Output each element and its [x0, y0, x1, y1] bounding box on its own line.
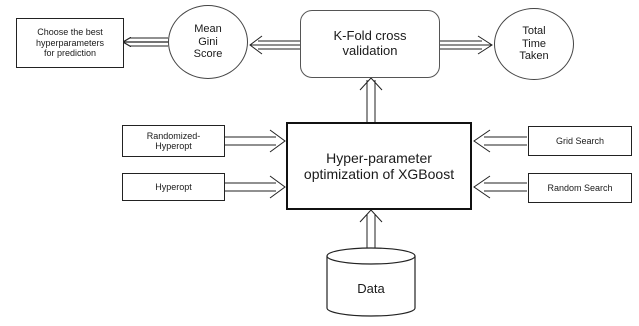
- arrow-hyperopt-to-center: [225, 175, 286, 199]
- center-optimization-label: Hyper-parameter optimization of XGBoost: [303, 149, 455, 182]
- arrow-center-to-kfold: [359, 77, 383, 122]
- hyperopt-box: Hyperopt: [122, 173, 225, 201]
- data-label: Data: [357, 280, 385, 296]
- center-optimization-box: Hyper-parameter optimization of XGBoost: [286, 122, 472, 210]
- mean-gini-label: Mean Gini Score: [193, 23, 223, 61]
- data-label-wrap: Data: [327, 266, 415, 310]
- hyperopt-label: Hyperopt: [155, 181, 192, 192]
- data-cylinder: [326, 247, 416, 317]
- arrow-randhyperopt-to-center: [225, 129, 286, 153]
- arrow-random-to-center: [473, 175, 527, 199]
- grid-search-label: Grid Search: [555, 135, 605, 146]
- kfold-box: K-Fold cross validation: [300, 10, 440, 78]
- total-time-ellipse: Total Time Taken: [494, 8, 574, 80]
- random-search-box: Random Search: [528, 173, 632, 203]
- best-hyperparameters-box: Choose the best hyperparameters for pred…: [16, 18, 124, 68]
- arrow-grid-to-center: [473, 129, 527, 153]
- best-hyperparameters-label: Choose the best hyperparameters for pred…: [35, 27, 105, 59]
- kfold-label: K-Fold cross validation: [333, 28, 407, 58]
- randomized-hyperopt-label: Randomized- Hyperopt: [146, 130, 201, 151]
- arrow-data-to-center: [359, 209, 383, 248]
- randomized-hyperopt-box: Randomized- Hyperopt: [122, 125, 225, 157]
- random-search-label: Random Search: [547, 182, 613, 193]
- total-time-label: Total Time Taken: [519, 25, 549, 63]
- mean-gini-ellipse: Mean Gini Score: [168, 5, 248, 79]
- grid-search-box: Grid Search: [528, 126, 632, 156]
